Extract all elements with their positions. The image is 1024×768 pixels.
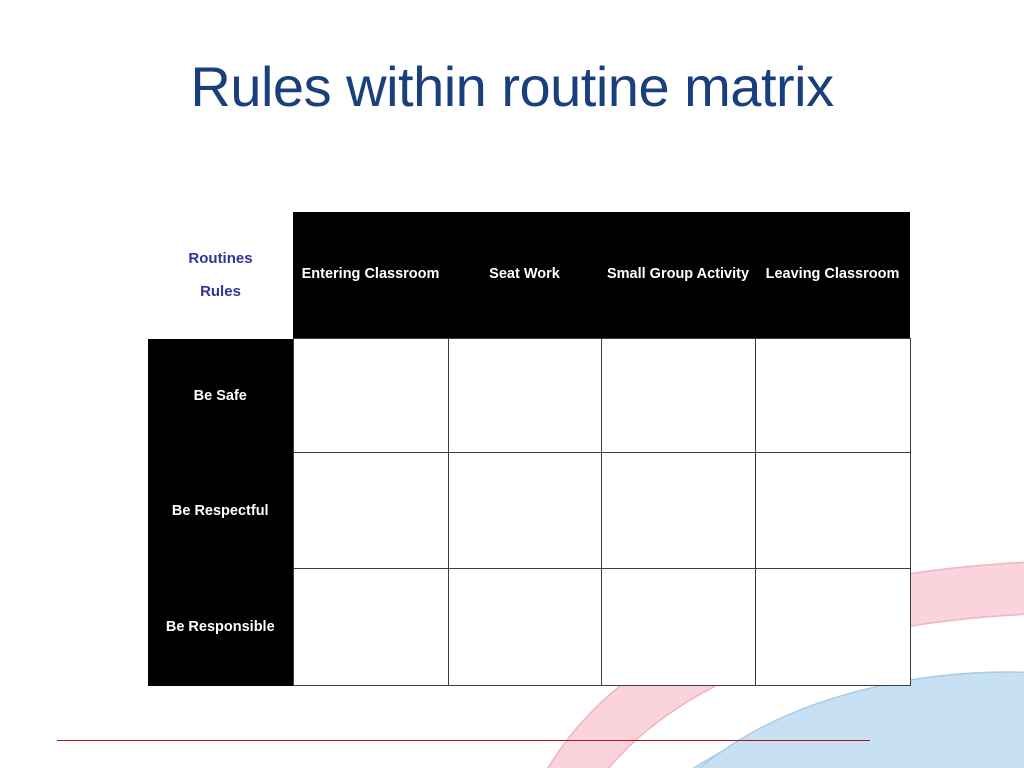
routines-axis-label: Routines — [188, 250, 253, 268]
row-header-be-respectful: Be Respectful — [148, 452, 293, 569]
table-header-row: Routines Rules Entering Classroom Seat W… — [148, 212, 910, 339]
cell-be-responsible-leaving-classroom[interactable] — [754, 568, 911, 686]
blue-ellipse-shape — [699, 671, 1024, 768]
table-row: Be Respectful — [148, 452, 911, 569]
table-row: Be Safe — [148, 338, 911, 453]
cell-be-respectful-seat-work[interactable] — [447, 452, 602, 569]
cell-be-safe-leaving-classroom[interactable] — [754, 338, 911, 453]
cell-be-safe-small-group-activity[interactable] — [600, 338, 756, 453]
column-header-seat-work: Seat Work — [448, 212, 601, 339]
row-header-be-safe: Be Safe — [148, 338, 293, 453]
cell-be-respectful-entering-classroom[interactable] — [292, 452, 449, 569]
rules-axis-label: Rules — [200, 283, 241, 301]
column-header-leaving-classroom: Leaving Classroom — [755, 212, 910, 339]
cell-be-responsible-seat-work[interactable] — [447, 568, 602, 686]
footer-rule-line — [57, 740, 870, 741]
cell-be-respectful-leaving-classroom[interactable] — [754, 452, 911, 569]
cell-be-responsible-entering-classroom[interactable] — [292, 568, 449, 686]
table-row: Be Responsible — [148, 568, 911, 686]
cell-be-safe-seat-work[interactable] — [447, 338, 602, 453]
page-title: Rules within routine matrix — [190, 55, 834, 118]
blue-arc-shape — [692, 675, 1024, 768]
cell-be-responsible-small-group-activity[interactable] — [600, 568, 756, 686]
column-header-entering-classroom: Entering Classroom — [293, 212, 448, 339]
column-header-small-group-activity: Small Group Activity — [601, 212, 755, 339]
cell-be-safe-entering-classroom[interactable] — [292, 338, 449, 453]
cell-be-respectful-small-group-activity[interactable] — [600, 452, 756, 569]
rules-within-routine-matrix: Routines Rules Entering Classroom Seat W… — [148, 212, 911, 686]
row-header-be-responsible: Be Responsible — [148, 568, 293, 686]
matrix-corner-cell: Routines Rules — [148, 212, 293, 339]
